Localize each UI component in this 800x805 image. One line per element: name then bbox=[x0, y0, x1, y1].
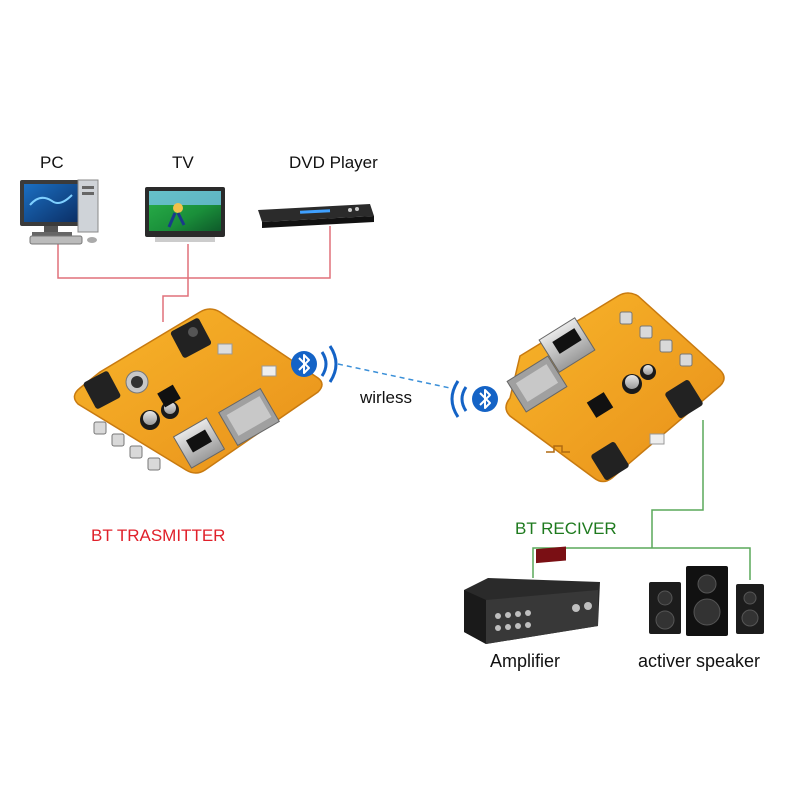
pc-label: PC bbox=[40, 153, 64, 172]
receiver-board bbox=[505, 292, 725, 483]
speaker-label: activer speaker bbox=[638, 651, 761, 671]
amplifier-icon bbox=[464, 546, 600, 644]
wireless-label: wirless bbox=[360, 388, 412, 407]
wireless-link-line bbox=[337, 363, 451, 389]
tv-icon bbox=[145, 187, 225, 242]
speaker-icon bbox=[649, 566, 764, 636]
output-wires bbox=[532, 420, 751, 580]
receiver-label: BT RECIVER bbox=[515, 519, 617, 538]
dvd-player-label: DVD Player bbox=[289, 153, 378, 172]
bluetooth-receiver-icon bbox=[450, 380, 498, 418]
transmitter-label: BT TRASMITTER bbox=[91, 526, 226, 545]
tv-label: TV bbox=[172, 153, 194, 172]
desktop-pc-icon bbox=[20, 179, 99, 245]
amplifier-label: Amplifier bbox=[490, 651, 561, 671]
transmitter-board bbox=[73, 308, 323, 474]
dvd-player-icon bbox=[258, 204, 374, 228]
input-wires bbox=[57, 226, 331, 322]
bluetooth-icon bbox=[291, 345, 338, 383]
